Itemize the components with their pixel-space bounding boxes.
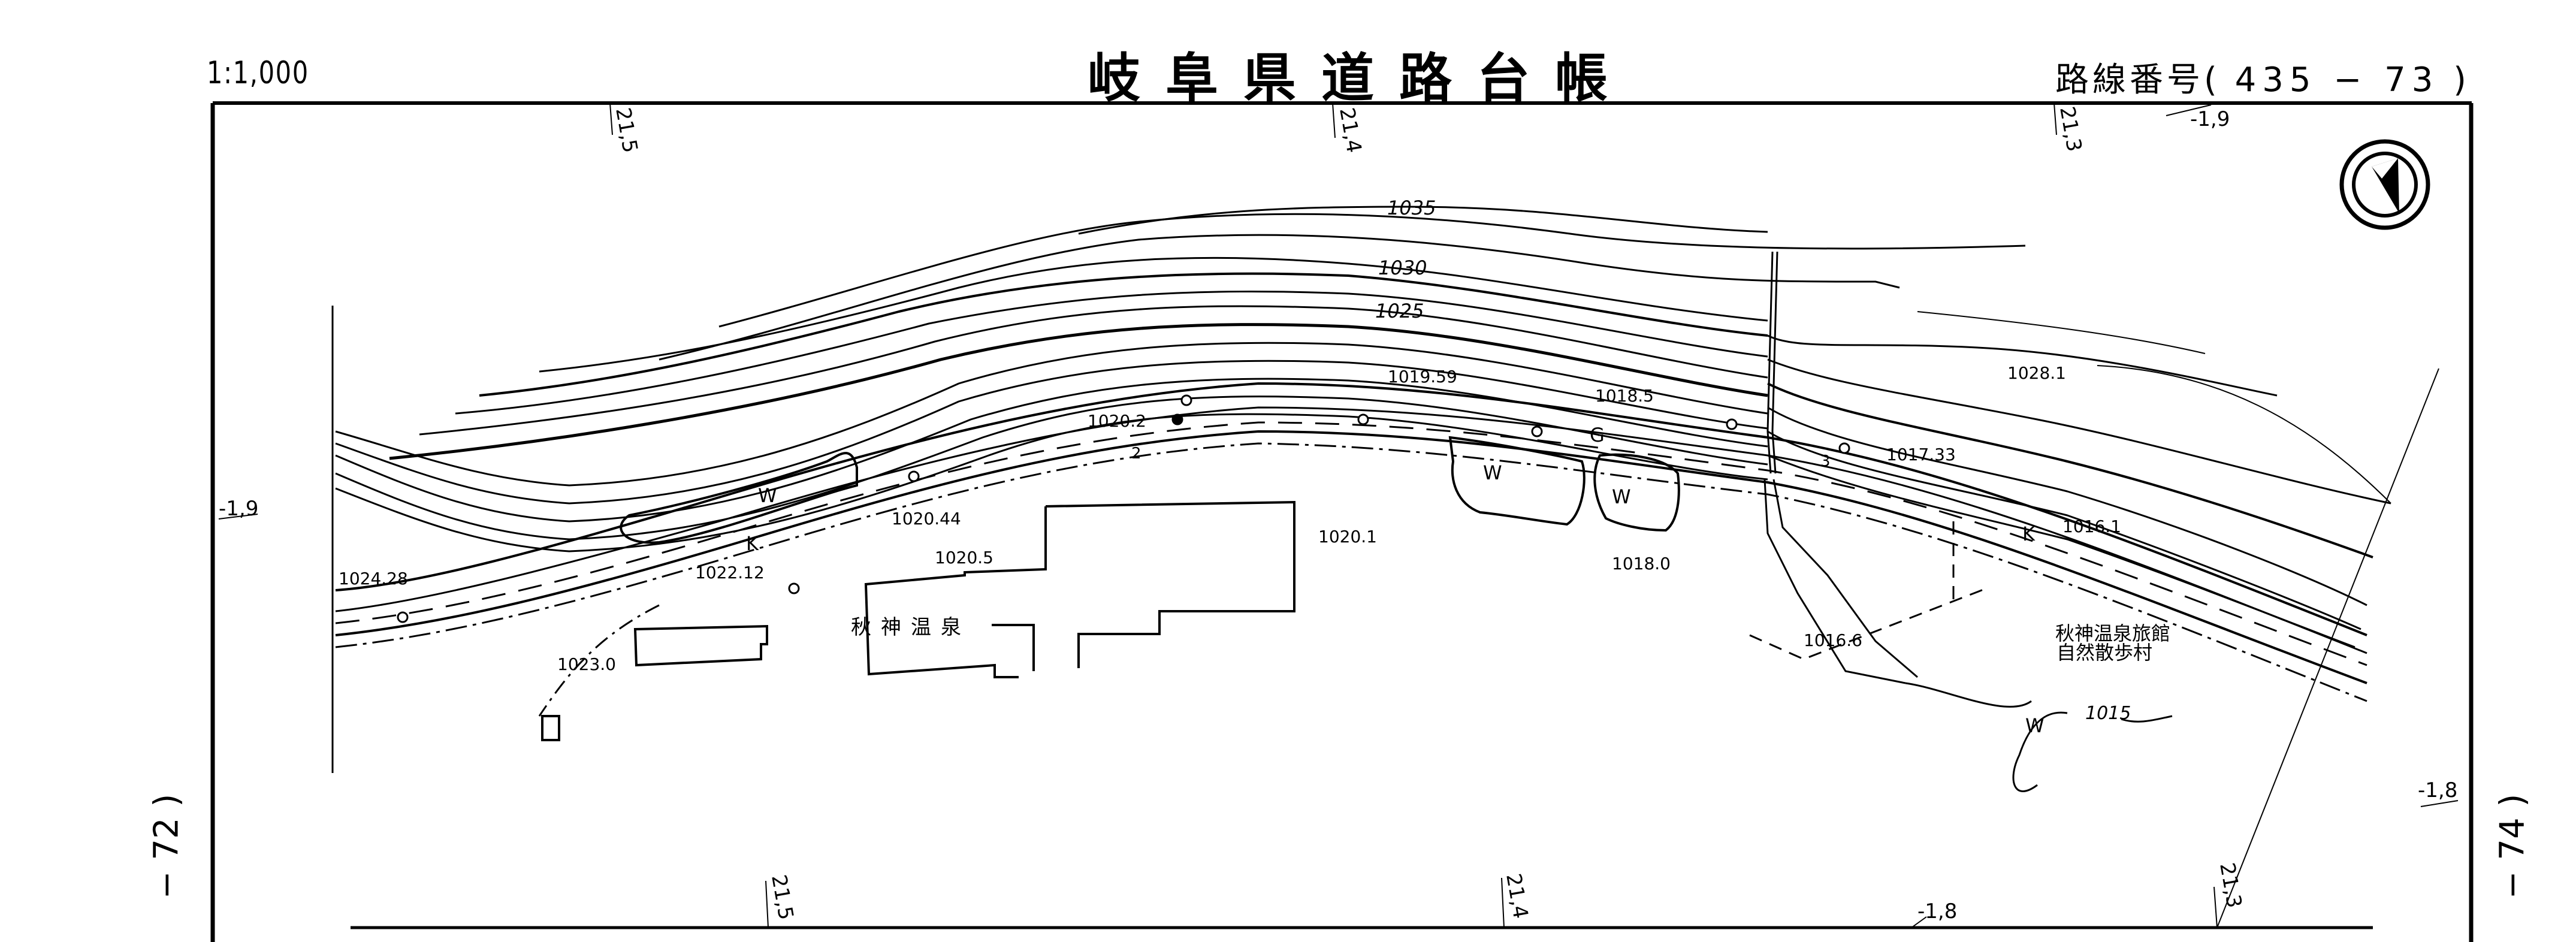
north-arrow-icon: [2339, 139, 2430, 230]
road-marker-2: 2: [1131, 445, 1141, 463]
spot-height-1018-0: 1018.0: [1612, 554, 1671, 573]
symbol-waterway-4: W: [2025, 714, 2045, 737]
contour-label-1030: 1030: [1378, 256, 1427, 279]
building-hut: [541, 715, 560, 741]
ponds: [1448, 436, 1680, 532]
map-frame: [210, 101, 2474, 942]
grid-label-bottom-4: 21,3: [2215, 861, 2246, 910]
road-marker-3: 3: [1820, 452, 1831, 470]
symbol-curb-2: K: [2022, 523, 2036, 545]
contour-label-1025: 1025: [1375, 300, 1424, 322]
grid-label-top-2: 21,4: [1334, 106, 1366, 155]
grid-label-right: -1,8: [2418, 778, 2457, 802]
stream: [1766, 251, 1778, 474]
spot-height-1019-59: 1019.59: [1388, 367, 1457, 387]
buildings: [541, 500, 1295, 741]
contour-label-1035: 1035: [1387, 197, 1436, 219]
route-close: ): [2453, 61, 2471, 99]
spot-height-1020-2: 1020.2: [1088, 411, 1146, 431]
grid-label-top-3: 21,3: [2055, 105, 2086, 153]
spot-height-1022-12: 1022.12: [695, 563, 765, 582]
spot-height-1020-44: 1020.44: [892, 509, 961, 529]
map-symbols: W W W W G K K 2 3: [746, 424, 2045, 737]
symbol-waterway-3: W: [1612, 485, 1631, 508]
symbol-gutter: G: [1590, 424, 1605, 446]
symbol-waterway-2: W: [1483, 461, 1502, 484]
symbol-curb-1: K: [746, 532, 759, 555]
spot-height-1020-5: 1020.5: [935, 548, 993, 567]
spot-heights: 1019.59 1020.2 1018.5 1017.33 1028.1 101…: [339, 363, 2121, 674]
utility-poles: [397, 394, 1850, 623]
spot-height-1017-33: 1017.33: [1886, 445, 1956, 464]
spot-height-1020-1: 1020.1: [1318, 527, 1377, 547]
route-number-value: 435 − 73: [2234, 61, 2439, 99]
grid-label-left: -1,9: [219, 497, 258, 521]
ditch-west: [620, 452, 858, 544]
spot-height-1028-1: 1028.1: [2007, 363, 2066, 383]
contour-lines: [335, 206, 2026, 552]
place-label-ryokan-2: 自然散歩村: [2056, 641, 2152, 664]
road-edge-mid: [335, 406, 2367, 654]
grid-ticks: [218, 102, 2459, 928]
place-label-ryokan-1: 秋神温泉旅館: [2055, 622, 2170, 645]
page-title: 岐阜県道路台帳: [1088, 47, 1633, 109]
spot-height-1018-5: 1018.5: [1595, 386, 1654, 406]
spot-height-1023-0: 1023.0: [557, 654, 616, 674]
route-label: 路線番号(: [2055, 61, 2221, 99]
grid-label-bottom-2: 21,4: [1501, 872, 1533, 920]
grid-label-bottom-3: -1,8: [1917, 899, 1957, 923]
paths: [538, 479, 2032, 717]
spot-height-1016-1: 1016.1: [2062, 517, 2121, 536]
road: [335, 382, 2367, 702]
road-centerline: [335, 421, 2367, 666]
map-scale: 1:1,000: [207, 55, 309, 91]
symbol-waterway-1: W: [758, 484, 777, 507]
contour-lines-right: [1767, 311, 2439, 928]
building-onsen: [864, 500, 1295, 678]
road-edge-upper: [335, 382, 2367, 636]
boundary-line: [335, 442, 2367, 702]
contour-1015: [2012, 711, 2173, 792]
grid-label-bottom-1: 21,5: [766, 873, 798, 922]
spot-height-1024-28: 1024.28: [339, 569, 408, 588]
grid-label-top-1: 21,5: [611, 106, 642, 155]
place-label-onsen: 秋神温泉: [851, 615, 971, 639]
route-number: 路線番号( 435 − 73 ): [2055, 53, 2470, 101]
grid-label-top-4: -1,9: [2190, 107, 2230, 131]
building-small: [633, 624, 768, 667]
road-edge-lower: [335, 430, 2367, 684]
